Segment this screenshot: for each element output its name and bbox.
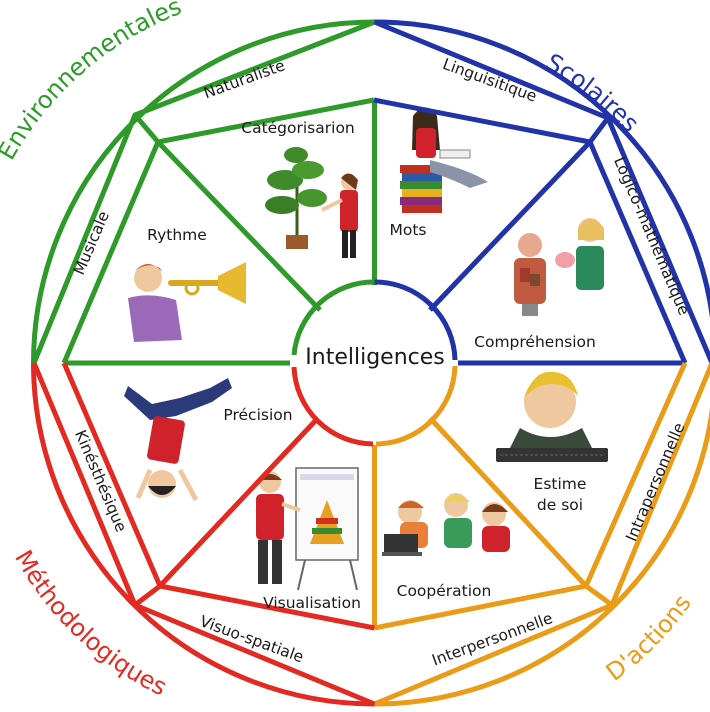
inner-label-precision: Précision bbox=[223, 406, 292, 424]
breakdancer-icon bbox=[124, 378, 232, 502]
inner-label-comprehension: Compréhension bbox=[474, 333, 596, 351]
kids-laptop-icon bbox=[382, 493, 510, 556]
red-quadrant-lines bbox=[31, 362, 376, 707]
inner-label-categorisation: Catégorisarion bbox=[241, 119, 355, 137]
quadrant-title-methodologiques: Méthodologiques bbox=[9, 545, 171, 701]
inner-label-visualisation: Visualisation bbox=[263, 594, 361, 612]
ring-label-logico-mathematique: Logico-mathématique bbox=[610, 154, 693, 318]
inner-label-cooperation: Coopération bbox=[397, 582, 492, 600]
inner-label-rythme: Rythme bbox=[147, 226, 207, 244]
presenter-board-icon bbox=[256, 467, 359, 591]
inner-label-estime-line2: de soi bbox=[537, 496, 583, 514]
plant-gardener-icon bbox=[265, 147, 358, 258]
blue-quadrant-lines bbox=[373, 19, 710, 366]
reader-books-icon bbox=[400, 107, 488, 213]
ring-label-linguistique: Linguisitique bbox=[440, 55, 539, 106]
inner-label-mots: Mots bbox=[389, 221, 426, 239]
anatomy-teacher-icon bbox=[514, 218, 604, 316]
quadrant-title-scolaires: Scolaires bbox=[541, 48, 644, 137]
orange-quadrant-lines bbox=[372, 361, 710, 707]
center-label-intelligences: Intelligences bbox=[305, 345, 444, 370]
inner-label-estime-line1: Estime bbox=[534, 475, 587, 493]
trumpet-player-icon bbox=[128, 262, 246, 342]
green-quadrant-lines bbox=[31, 19, 377, 366]
keyboard-person-icon bbox=[496, 371, 608, 462]
